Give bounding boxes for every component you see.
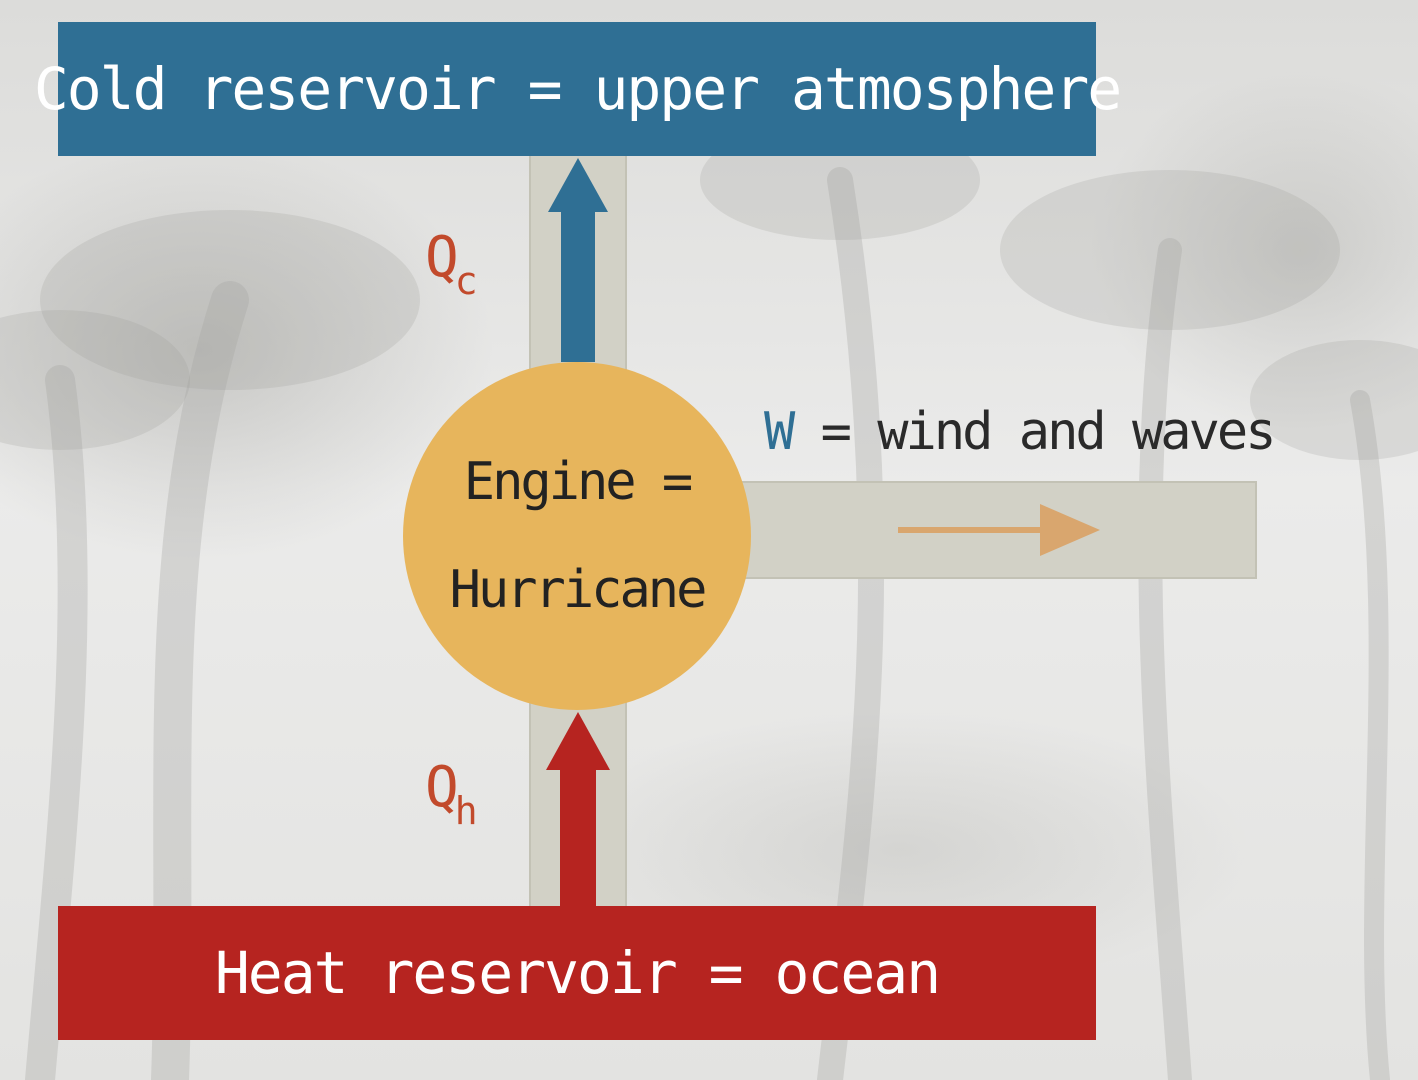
cold-reservoir-label: Cold reservoir = upper atmosphere — [33, 55, 1122, 123]
heat-reservoir-box: Heat reservoir = ocean — [58, 906, 1096, 1040]
work-description: = wind and waves — [792, 402, 1277, 462]
work-symbol: W — [764, 402, 795, 462]
engine-label-line2: Hurricane — [449, 560, 708, 620]
cold-reservoir-box: Cold reservoir = upper atmosphere — [34, 22, 1122, 156]
work-arrow — [898, 504, 1100, 556]
qc-arrow — [548, 158, 608, 362]
heat-reservoir-label: Heat reservoir = ocean — [214, 939, 941, 1007]
qh-label: Qh — [425, 755, 482, 833]
qc-label: Qc — [425, 225, 482, 303]
engine-label-line1: Engine = — [463, 452, 693, 512]
qc-symbol: Q — [425, 225, 459, 290]
qh-symbol: Q — [425, 755, 459, 820]
qh-arrow — [546, 712, 610, 910]
engine-circle: Engine = Hurricane — [403, 362, 751, 710]
qc-subscript: c — [454, 259, 478, 303]
work-label: W = wind and waves — [764, 402, 1277, 462]
qh-subscript: h — [454, 789, 478, 833]
